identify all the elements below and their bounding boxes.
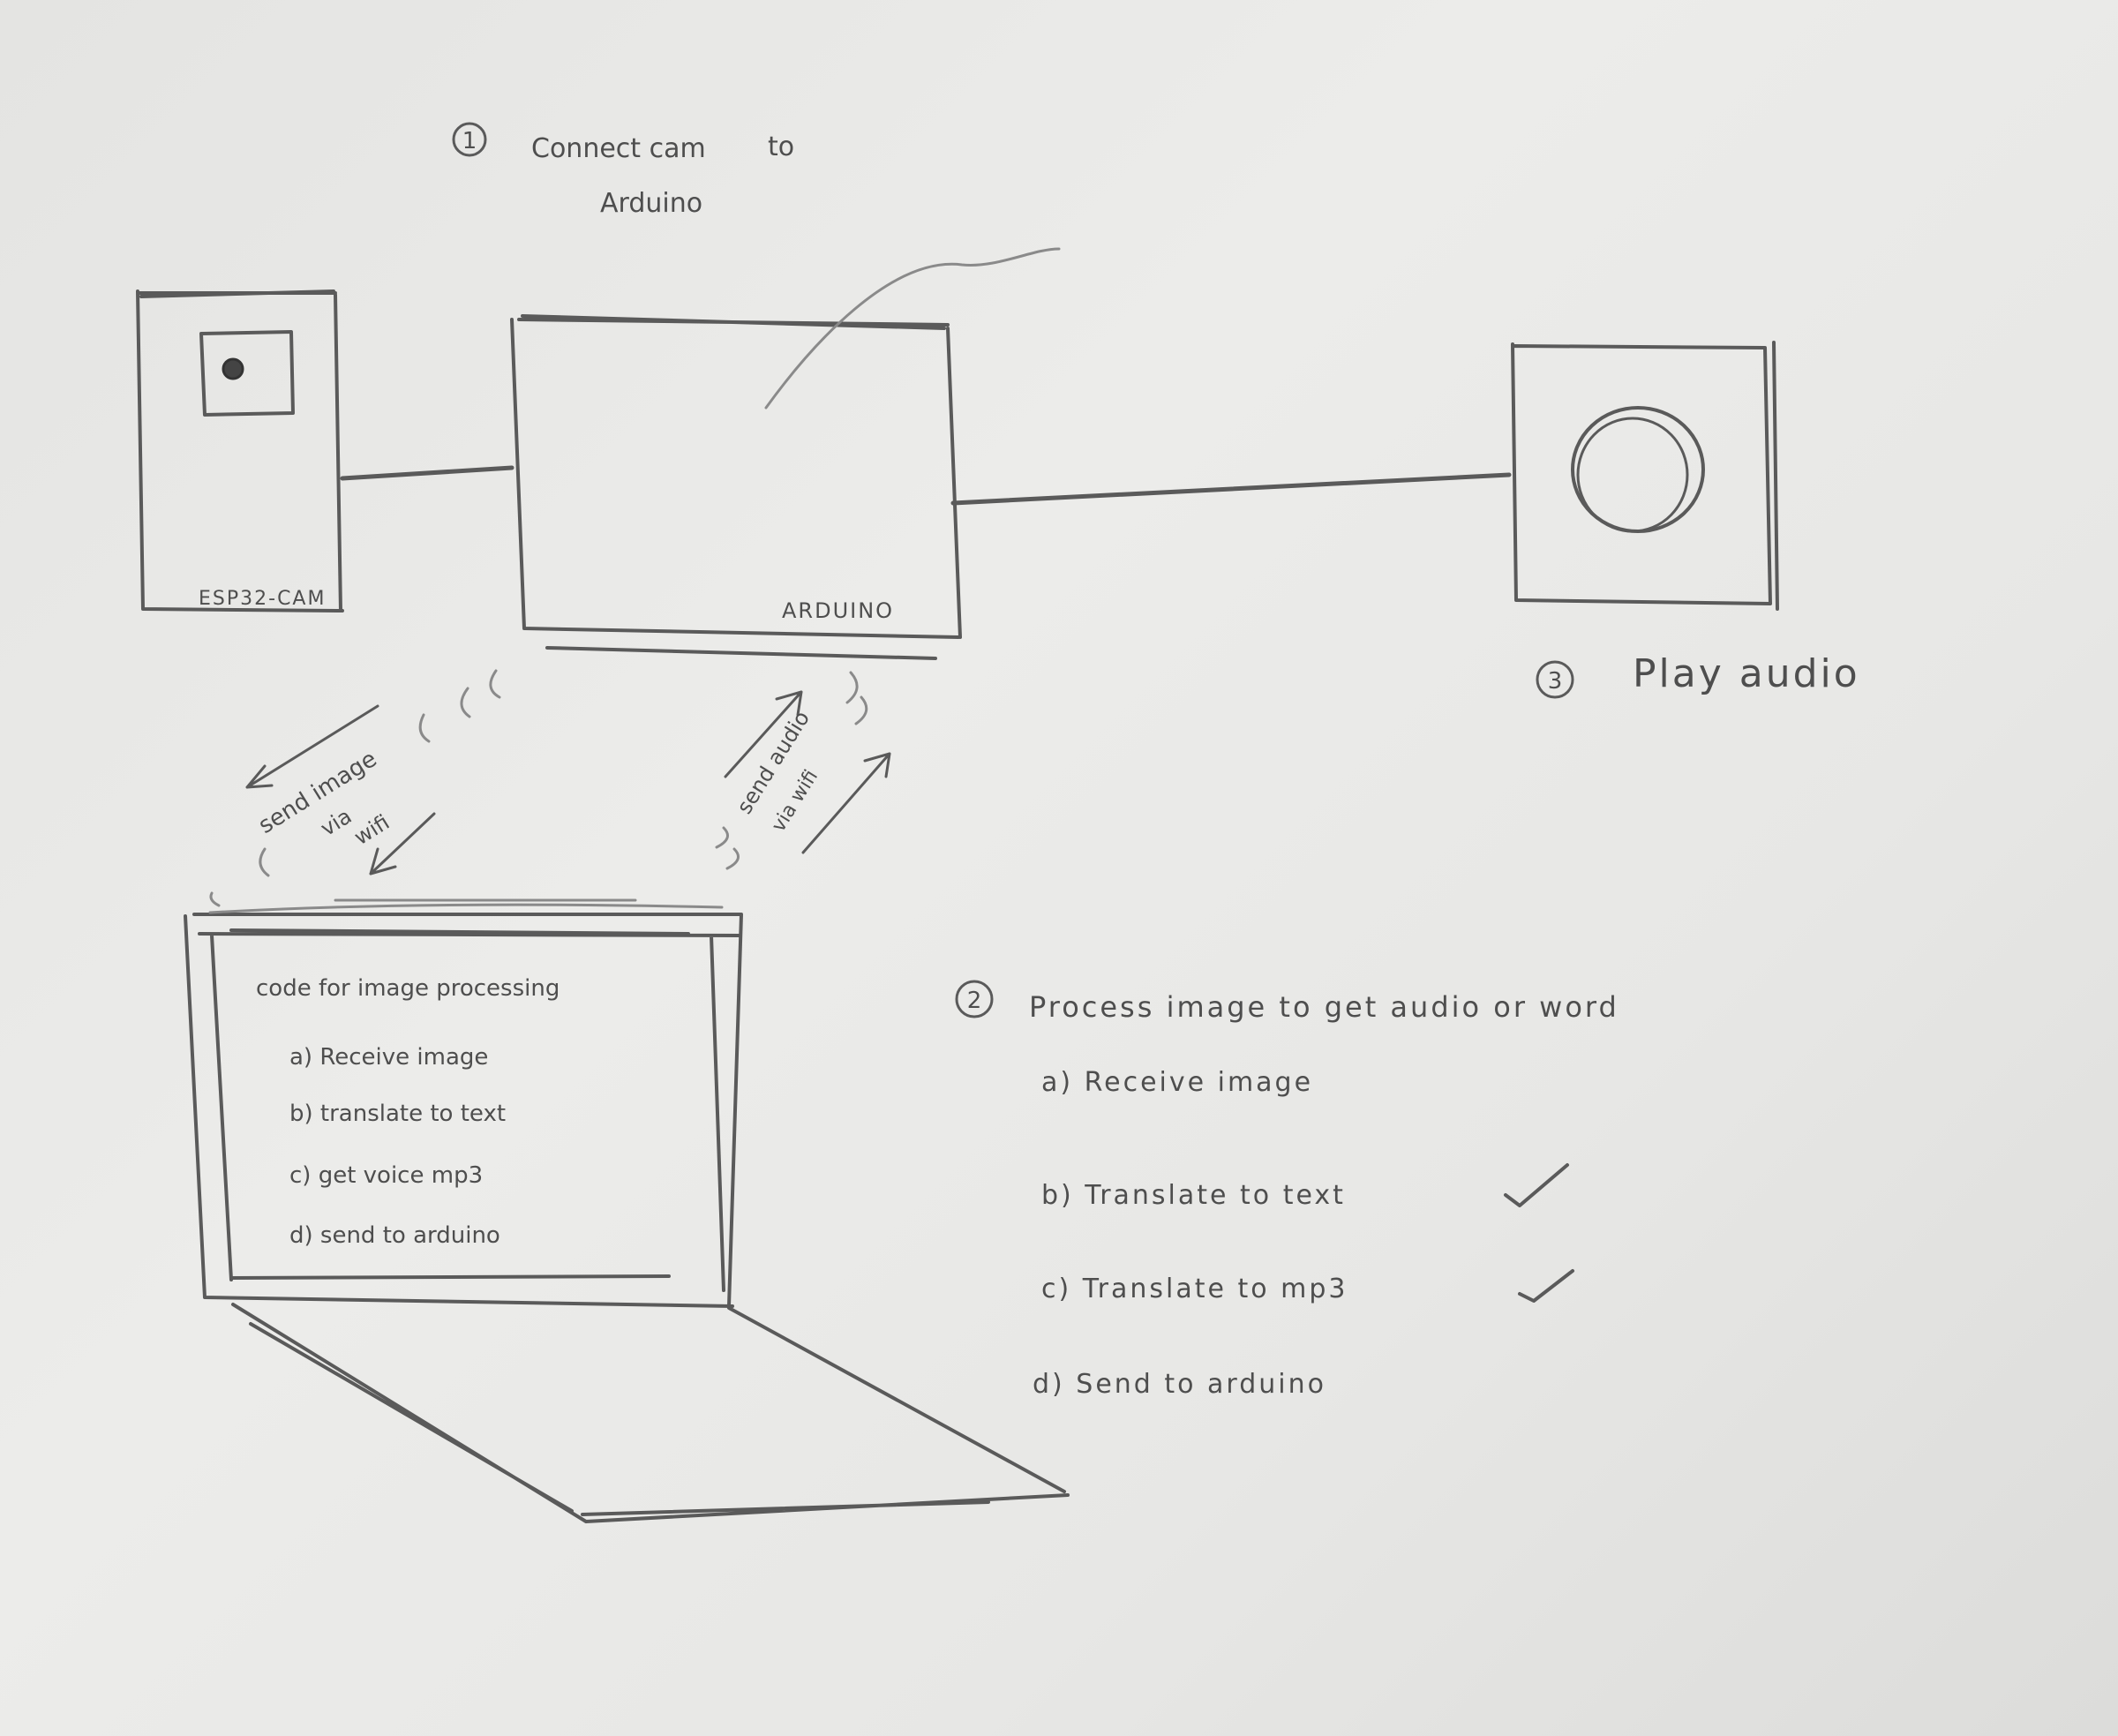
step1-header: 1 Connect cam to Arduino xyxy=(452,122,794,219)
step3-number: 3 xyxy=(1548,668,1563,695)
send-image-via: via xyxy=(316,803,356,841)
step2-list: 2 Process image to get audio or word a) … xyxy=(955,980,1619,1400)
send-audio-arrow-lower xyxy=(801,752,891,854)
check-icon xyxy=(1518,1269,1574,1303)
laptop-screen xyxy=(184,913,743,1308)
laptop-screen-top xyxy=(208,898,724,914)
arduino-board: ARDUINO xyxy=(510,247,1061,660)
send-audio-arrow-upper xyxy=(724,690,803,778)
step1-label-line1: Connect cam xyxy=(531,133,706,164)
arduino-box xyxy=(510,314,962,660)
arduino-speaker-cable xyxy=(950,472,1512,506)
step3-label: 3 Play audio xyxy=(1536,651,1860,699)
step2-item-b: b) Translate to text xyxy=(1041,1180,1346,1211)
step2-number-circle xyxy=(955,980,994,1018)
arduino-label: ARDUINO xyxy=(782,598,894,623)
step1-number: 1 xyxy=(462,128,477,154)
check-icon xyxy=(1504,1163,1569,1207)
step1-label-line1b: to xyxy=(768,132,794,162)
laptop-item-d: d) send to arduino xyxy=(289,1222,500,1249)
laptop-keyboard-base xyxy=(231,1303,1070,1523)
camera-icon xyxy=(199,330,295,417)
camera-label: ESP32-CAM xyxy=(199,588,326,610)
step3-number-circle xyxy=(1536,660,1574,699)
speaker-icon xyxy=(1571,406,1705,533)
laptop-item-a: a) Receive image xyxy=(289,1044,488,1071)
step2-item-d: d) Send to arduino xyxy=(1033,1369,1326,1400)
send-image-arrow: send image via wifi xyxy=(209,669,501,907)
laptop-item-b: b) translate to text xyxy=(289,1101,506,1127)
step1-label-line2: Arduino xyxy=(600,188,702,219)
send-audio-arrow: send audio via wifi xyxy=(715,671,891,870)
arduino-usb-wire xyxy=(764,247,1061,410)
camera-arduino-cable xyxy=(340,465,514,481)
speaker-box xyxy=(1511,341,1779,611)
send-image-arrow-upper xyxy=(245,704,379,789)
step2-item-c: c) Translate to mp3 xyxy=(1041,1274,1348,1304)
speaker-module xyxy=(1511,341,1779,611)
wifi-waves-left xyxy=(209,669,501,907)
step2-number: 2 xyxy=(967,988,982,1014)
laptop: code for image processing a) Receive ima… xyxy=(184,898,1070,1523)
step2-title: Process image to get audio or word xyxy=(1029,990,1619,1024)
send-image-wifi: wifi xyxy=(349,809,394,850)
step2-item-a: a) Receive image xyxy=(1041,1067,1313,1098)
step3-text: Play audio xyxy=(1633,651,1860,696)
laptop-code-title: code for image processing xyxy=(256,975,560,1002)
wifi-waves-right xyxy=(715,671,868,870)
laptop-item-c: c) get voice mp3 xyxy=(289,1162,483,1189)
step1-number-circle xyxy=(452,122,487,157)
camera-module: ESP32-CAM xyxy=(136,289,344,612)
camera-box xyxy=(136,289,344,612)
send-image-arrow-lower xyxy=(369,812,436,876)
